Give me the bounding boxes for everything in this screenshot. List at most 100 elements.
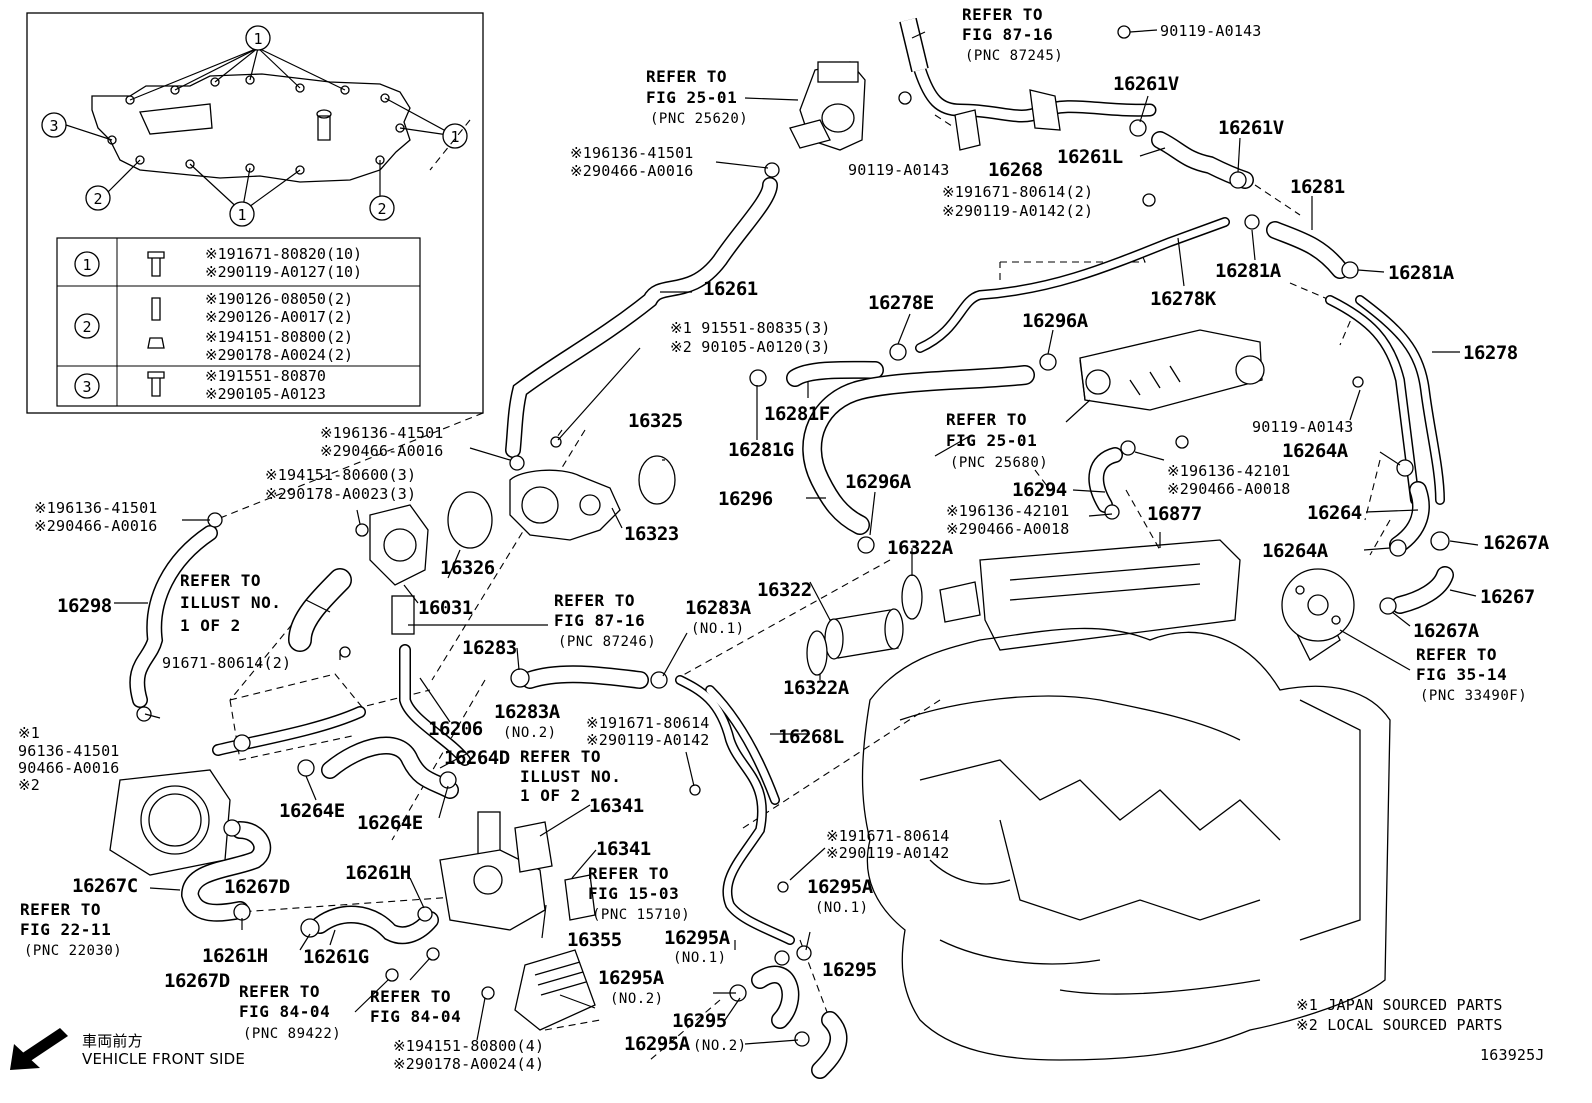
label-g4-1: ※196136-41501 bbox=[320, 424, 444, 442]
label-16267A-b: 16267A bbox=[1413, 620, 1480, 642]
pipe-16031-stub bbox=[391, 595, 415, 635]
svg-text:2: 2 bbox=[93, 190, 102, 208]
label-g5-2: ※290178-A0023(3) bbox=[265, 485, 416, 503]
label-16295A-a: 16295A bbox=[807, 876, 874, 898]
label-90119-a: 90119-A0143 bbox=[1160, 22, 1262, 40]
ring-16326 bbox=[447, 491, 493, 549]
label-16323: 16323 bbox=[624, 523, 679, 545]
label-16281A-b: 16281A bbox=[1388, 262, 1455, 284]
label-16278K: 16278K bbox=[1150, 288, 1217, 310]
label-16281A-a: 16281A bbox=[1215, 260, 1282, 282]
label-16294: 16294 bbox=[1012, 479, 1067, 501]
label-16326: 16326 bbox=[440, 557, 495, 579]
label-16261: 16261 bbox=[703, 278, 758, 300]
label-g9-3: 90466-A0016 bbox=[18, 759, 120, 777]
arrow-down-left-icon bbox=[10, 1028, 68, 1070]
svg-text:REFER TO: REFER TO bbox=[1416, 645, 1497, 664]
label-90119-c: 90119-A0143 bbox=[1252, 418, 1354, 436]
part-16322 bbox=[806, 574, 981, 676]
svg-text:1: 1 bbox=[237, 206, 246, 224]
svg-text:(PNC 87245): (PNC 87245) bbox=[965, 48, 1063, 64]
label-no1-b: (NO.1) bbox=[815, 900, 869, 916]
svg-text:1: 1 bbox=[82, 256, 91, 274]
label-16322: 16322 bbox=[757, 579, 812, 601]
label-g12-1: ※194151-80800(4) bbox=[393, 1037, 544, 1055]
label-16206: 16206 bbox=[428, 718, 483, 740]
label-no1-c: (NO.1) bbox=[673, 950, 727, 966]
svg-text:3: 3 bbox=[82, 378, 91, 396]
label-g1-2: ※290119-A0142(2) bbox=[942, 202, 1093, 220]
label-16283: 16283 bbox=[462, 637, 517, 659]
label-16341-a: 16341 bbox=[589, 795, 644, 817]
leader-lines bbox=[114, 29, 1479, 1045]
svg-text:1 OF 2: 1 OF 2 bbox=[520, 786, 581, 805]
svg-text:REFER TO: REFER TO bbox=[180, 571, 261, 590]
label-16295A-c: 16295A bbox=[598, 967, 665, 989]
inset-border bbox=[26, 12, 484, 414]
svg-text:FIG 22-11: FIG 22-11 bbox=[20, 920, 111, 939]
label-g11-2: ※290119-A0142 bbox=[826, 844, 950, 862]
label-16295A-b: 16295A bbox=[664, 927, 731, 949]
part-throttle-body bbox=[109, 769, 231, 876]
label-no2-c: (NO.2) bbox=[693, 1038, 747, 1054]
gasket-stud-top bbox=[316, 109, 332, 119]
inset-callout-1a: 1 bbox=[245, 25, 271, 51]
svg-text:REFER TO: REFER TO bbox=[370, 987, 451, 1006]
svg-text:(PNC 15710): (PNC 15710) bbox=[592, 907, 690, 923]
label-g6-2: ※290466-A0016 bbox=[34, 517, 158, 535]
part-egr-valve bbox=[789, 61, 866, 151]
svg-text:REFER TO: REFER TO bbox=[962, 5, 1043, 24]
label-g9-2: 96136-41501 bbox=[18, 742, 120, 760]
label-no2-b: (NO.2) bbox=[610, 991, 664, 1007]
label-16261G: 16261G bbox=[303, 946, 369, 968]
svg-text:※290105-A0123: ※290105-A0123 bbox=[205, 385, 326, 403]
label-g2-1: ※196136-41501 bbox=[570, 144, 694, 162]
label-16031: 16031 bbox=[418, 597, 473, 619]
part-bracket-16268 bbox=[954, 89, 1061, 151]
svg-text:※194151-80800(2): ※194151-80800(2) bbox=[205, 328, 353, 346]
label-16261H-b: 16261H bbox=[202, 945, 268, 967]
gasket-16325 bbox=[638, 455, 676, 505]
svg-text:1: 1 bbox=[253, 30, 262, 48]
label-16268L: 16268L bbox=[778, 726, 844, 748]
label-g10-1: ※191671-80614 bbox=[586, 714, 710, 732]
label-16295-b: 16295 bbox=[672, 1010, 727, 1032]
svg-text:※191551-80870: ※191551-80870 bbox=[205, 367, 326, 385]
svg-text:※190126-08050(2): ※190126-08050(2) bbox=[205, 290, 353, 308]
label-16281: 16281 bbox=[1290, 176, 1345, 198]
gasket-outline bbox=[91, 73, 411, 183]
svg-text:※191671-80820(10): ※191671-80820(10) bbox=[205, 245, 362, 263]
label-16264E-a: 16264E bbox=[279, 800, 345, 822]
svg-text:(PNC 33490F): (PNC 33490F) bbox=[1420, 688, 1527, 704]
label-no2-a: (NO.2) bbox=[503, 725, 557, 741]
svg-text:REFER TO: REFER TO bbox=[646, 67, 727, 86]
label-16268: 16268 bbox=[988, 159, 1043, 181]
label-g10-2: ※290119-A0142 bbox=[586, 731, 710, 749]
label-16267D-a: 16267D bbox=[224, 876, 290, 898]
svg-text:ILLUST NO.: ILLUST NO. bbox=[520, 767, 621, 786]
label-g3-2: ※2 90105-A0120(3) bbox=[670, 338, 830, 356]
svg-text:2: 2 bbox=[377, 200, 386, 218]
label-90119-b: 90119-A0143 bbox=[848, 161, 950, 179]
gasket-stud bbox=[317, 115, 331, 141]
label-16264D: 16264D bbox=[444, 747, 510, 769]
label-16278: 16278 bbox=[1463, 342, 1518, 364]
svg-text:3: 3 bbox=[49, 117, 58, 135]
svg-text:1: 1 bbox=[450, 128, 459, 146]
label-16278E: 16278E bbox=[868, 292, 934, 314]
label-16295-a: 16295 bbox=[822, 959, 877, 981]
svg-text:FIG 87-16: FIG 87-16 bbox=[962, 25, 1053, 44]
label-g11-1: ※191671-80614 bbox=[826, 827, 950, 845]
svg-text:REFER TO: REFER TO bbox=[554, 591, 635, 610]
label-g2-2: ※290466-A0016 bbox=[570, 162, 694, 180]
label-16261V-a: 16261V bbox=[1113, 73, 1179, 95]
svg-text:※290126-A0017(2): ※290126-A0017(2) bbox=[205, 308, 353, 326]
label-16261L: 16261L bbox=[1057, 146, 1123, 168]
label-16296A-b: 16296A bbox=[845, 471, 912, 493]
label-g4-2: ※290466-A0016 bbox=[320, 442, 444, 460]
fastener-labels: 90119-A0143 90119-A0143 90119-A0143 ※191… bbox=[18, 22, 1354, 1073]
label-91671: 91671-80614(2) bbox=[162, 654, 291, 672]
svg-text:REFER TO: REFER TO bbox=[588, 864, 669, 883]
